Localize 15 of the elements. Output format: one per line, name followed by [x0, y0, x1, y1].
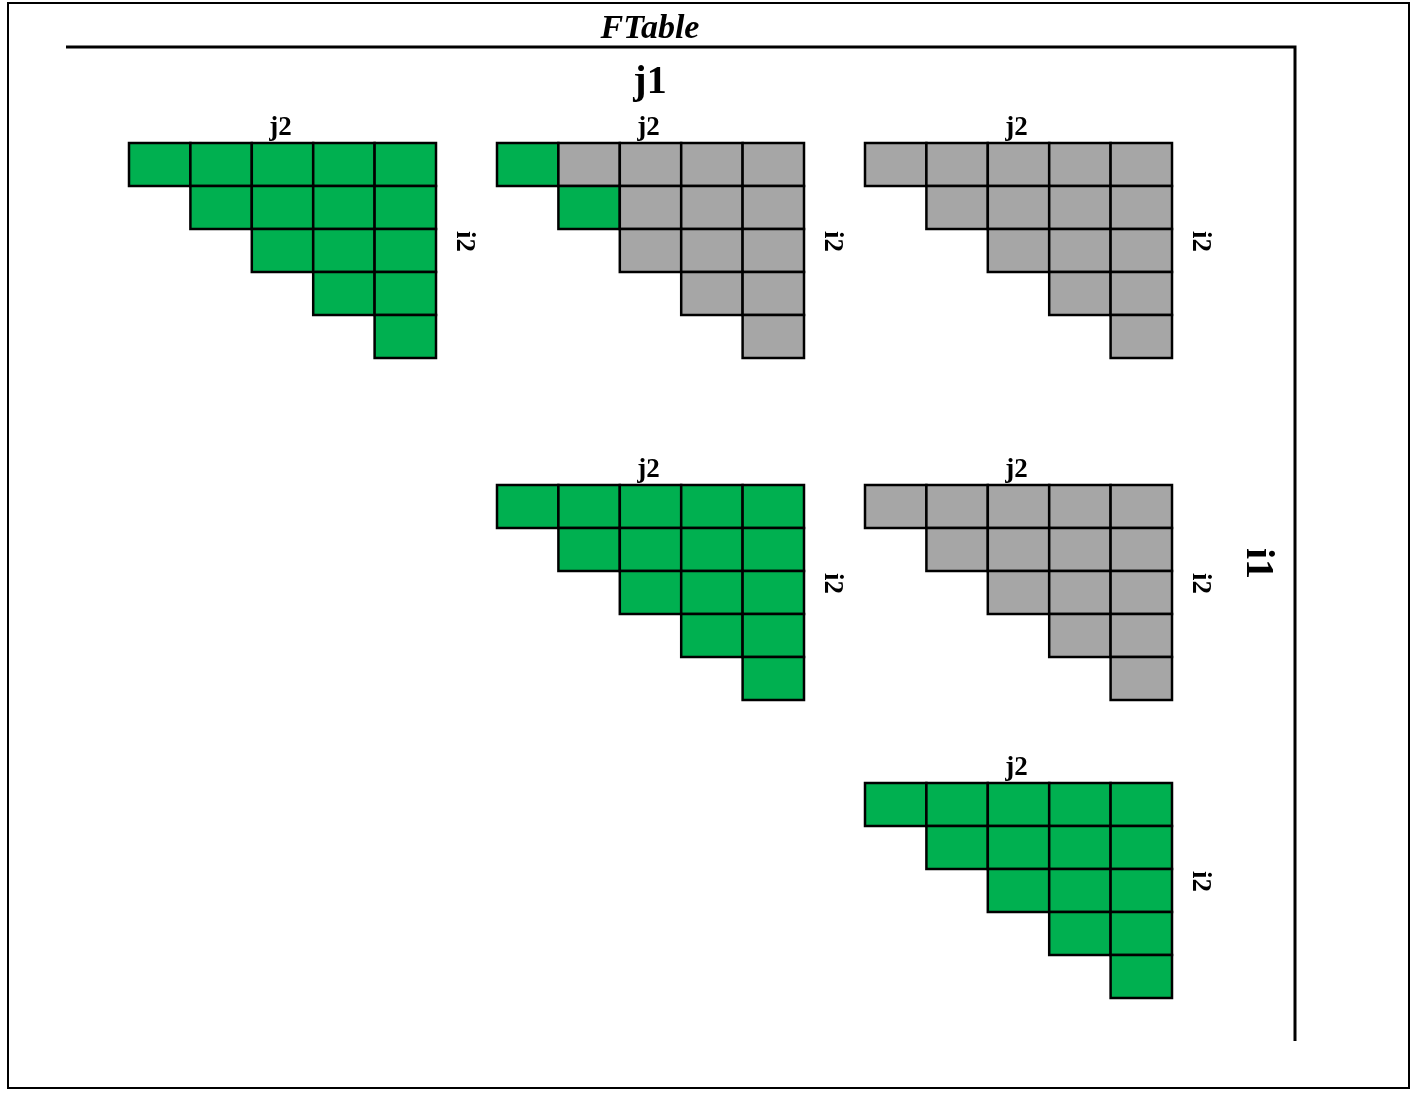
axis-label: j1: [632, 60, 668, 100]
axis-label: i2: [820, 573, 847, 594]
axis-label: i2: [1188, 871, 1215, 892]
axis-label: j2: [636, 113, 661, 140]
axis-label: j2: [1004, 455, 1029, 482]
axis-label: i2: [452, 231, 479, 252]
axis-label: i1: [1240, 548, 1280, 580]
axis-label: i2: [820, 231, 847, 252]
axis-label: i2: [1188, 231, 1215, 252]
axis-label: j2: [1004, 113, 1029, 140]
title: FTable: [599, 10, 701, 44]
axis-label: i2: [1188, 573, 1215, 594]
axis-label: j2: [636, 455, 661, 482]
axis-label: j2: [1004, 753, 1029, 780]
axis-label: j2: [268, 113, 293, 140]
